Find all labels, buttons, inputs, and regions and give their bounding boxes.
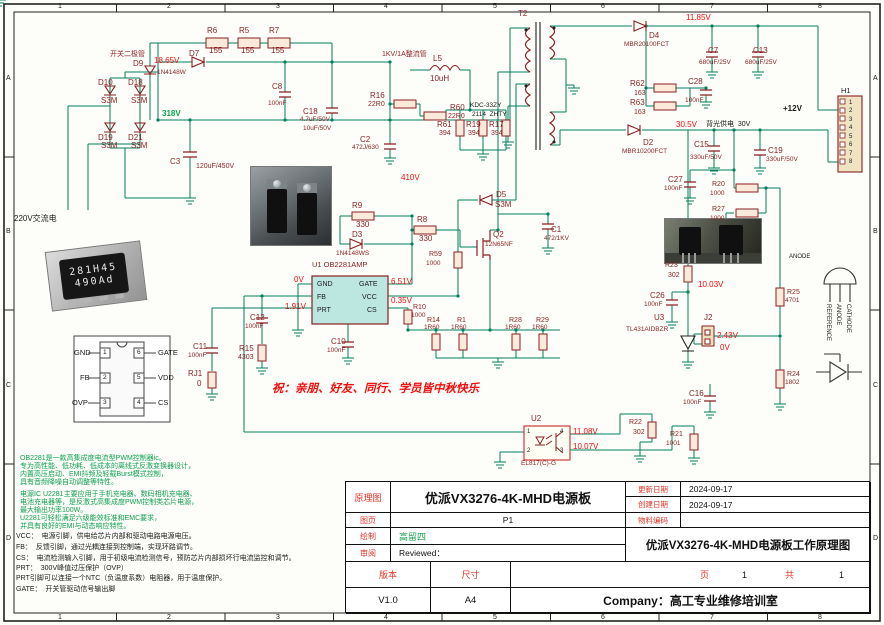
title-block: 原理图 优派VX3276-4K-MHD电源板 更新日期 2024-09-17 创… bbox=[345, 481, 871, 614]
lead bbox=[737, 253, 739, 263]
transistor-package bbox=[297, 193, 317, 235]
junction-dots bbox=[156, 24, 782, 338]
material-code-label: 物料编码 bbox=[626, 513, 681, 528]
ic-body: 281H45 490Ad bbox=[58, 252, 130, 301]
version-label: 版本 bbox=[346, 562, 431, 588]
page-word: 页 bbox=[700, 570, 710, 580]
ic-pin bbox=[67, 299, 77, 305]
resistor-symbols bbox=[205, 37, 785, 451]
reviewed-by: Reviewed： bbox=[391, 545, 626, 562]
j2-connector bbox=[701, 325, 715, 347]
update-date-label: 更新日期 bbox=[626, 482, 681, 497]
drawn-label: 绘制 bbox=[346, 528, 391, 545]
create-date-label: 创建日期 bbox=[626, 497, 681, 513]
lead bbox=[682, 253, 684, 263]
wires-layer bbox=[0, 0, 838, 462]
lead bbox=[730, 253, 732, 263]
photo-secondary-rectifiers bbox=[664, 218, 762, 264]
size-value: A4 bbox=[431, 588, 511, 614]
optocoupler-symbol bbox=[523, 425, 571, 461]
ic-pin bbox=[83, 297, 93, 303]
mosfet-symbol bbox=[476, 230, 491, 260]
lead bbox=[723, 253, 725, 263]
create-date-value: 2024-09-17 bbox=[681, 497, 871, 513]
photo-controller-ic: 281H45 490Ad bbox=[44, 240, 148, 312]
rectifier-package bbox=[679, 227, 701, 255]
h1-connector bbox=[837, 95, 863, 173]
transformer-symbol bbox=[524, 22, 556, 150]
page-value: P1 bbox=[391, 513, 626, 528]
version-value: V1.0 bbox=[346, 588, 431, 614]
sheet-type-label: 原理图 bbox=[346, 482, 391, 513]
inductor-symbol bbox=[429, 64, 461, 72]
total-word: 共 bbox=[785, 570, 795, 580]
u1-chip-box bbox=[311, 275, 389, 325]
lead bbox=[694, 253, 696, 263]
drawn-by: 高留四 bbox=[391, 528, 626, 545]
company: Company：高工专业维修培训室 bbox=[511, 588, 871, 614]
review-label: 审阅 bbox=[346, 545, 391, 562]
lead bbox=[688, 253, 690, 263]
tl431-symbol bbox=[680, 335, 696, 352]
pinout-diagram bbox=[73, 335, 171, 423]
main-title: 优派VX3276-4K-MHD电源板 bbox=[391, 482, 626, 513]
page-count-cell: 页 1 共 1 bbox=[511, 562, 871, 588]
ic-pin bbox=[99, 295, 108, 301]
page-label: 图页 bbox=[346, 513, 391, 528]
ground-symbols bbox=[0, 0, 6, 7]
rectifier-package bbox=[719, 225, 743, 255]
capacitor-symbols bbox=[183, 51, 766, 402]
screw bbox=[273, 180, 281, 188]
subtitle: 优派VX3276-4K-MHD电源板工作原理图 bbox=[626, 528, 871, 562]
ic-pin bbox=[115, 293, 124, 299]
screw bbox=[303, 184, 311, 192]
page-number: 1 bbox=[742, 569, 748, 580]
material-code-value bbox=[681, 513, 871, 528]
size-label: 尺寸 bbox=[431, 562, 511, 588]
total-number: 1 bbox=[839, 569, 845, 580]
transistor-package bbox=[267, 189, 287, 233]
update-date-value: 2024-09-17 bbox=[681, 482, 871, 497]
photo-primary-transistors bbox=[250, 166, 332, 246]
to92-package-drawing bbox=[816, 267, 862, 383]
diode-symbols bbox=[104, 20, 648, 250]
heatsink-bar bbox=[665, 253, 761, 263]
